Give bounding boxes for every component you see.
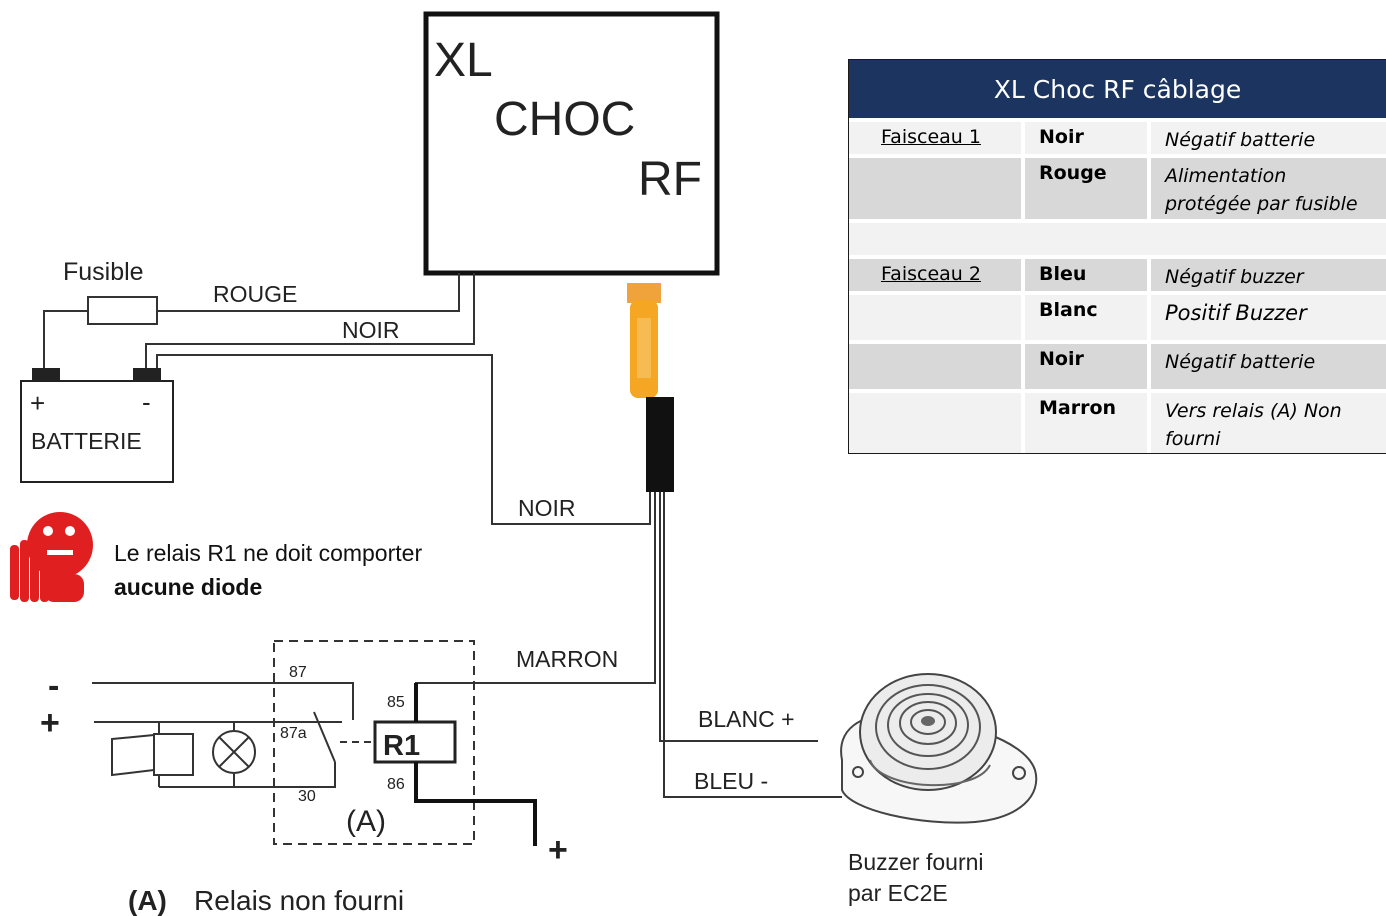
wire-label-rouge: ROUGE [213,281,297,307]
wire-label-bleu: BLEU - [694,768,768,794]
table-cell-harness: Faisceau 1 [849,122,1021,154]
relay-plus-bottom: + [548,831,568,869]
table-cell-color: Noir [1025,344,1147,389]
module-box [423,11,720,276]
table-cell-harness [849,393,1021,453]
relay-contacts [92,682,354,788]
table-row: Rouge Alimentation protégée par fusible [849,154,1386,219]
table-cell-color: Blanc [1025,295,1147,340]
table-cell-function: Négatif batterie [1151,122,1386,154]
table-cell-harness [849,344,1021,389]
relay-pin-30: 30 [298,788,316,805]
module-label-choc: CHOC [494,93,635,146]
wiring-table: XL Choc RF câblage Faisceau 1 Noir Négat… [848,59,1386,454]
battery-label: BATTERIE [31,428,142,454]
relay-marker: (A) [346,805,386,838]
table-row: Noir Négatif batterie [849,340,1386,389]
table-row: Faisceau 2 Bleu Négatif buzzer [849,255,1386,291]
buzzer-caption-line2: par EC2E [848,880,948,906]
battery-terminal-plus [32,368,60,381]
wire-label-marron: MARRON [516,646,618,672]
connector [627,283,661,398]
table-cell-function: Négatif batterie [1151,344,1386,389]
relay-pin-85: 85 [387,694,405,711]
horn-icon [111,722,194,787]
table-cell-function: Positif Buzzer [1151,295,1386,340]
cable-wires [415,492,842,798]
table-cell-color: Noir [1025,122,1147,154]
module-label-xl: XL [434,34,493,87]
module-label-rf: RF [638,153,702,206]
relay-coil-wires [414,762,537,846]
table-cell-color: Marron [1025,393,1147,453]
battery [20,380,174,483]
table-row: Faisceau 1 Noir Négatif batterie [849,118,1386,154]
wire-red [43,273,475,368]
wire-black-battery [156,354,651,525]
relay-pin-86: 86 [387,776,405,793]
relay-caption: Relais non fourni [194,885,404,916]
table-spacer [849,219,1386,255]
fuse-symbol [87,296,158,325]
table-row: Marron Vers relais (A) Non fourni [849,389,1386,453]
table-cell-function: Vers relais (A) Non fourni [1151,393,1386,453]
table-cell-color: Bleu [1025,259,1147,291]
relay-plus: + [40,704,60,742]
table-cell-function: Négatif buzzer [1151,259,1386,291]
warning-bold: aucune diode [114,574,263,600]
relay-name: R1 [383,730,420,762]
relay-pin-87: 87 [289,664,307,681]
wiring-table-title: XL Choc RF câblage [849,60,1386,118]
battery-plus: + [30,388,45,418]
buzzer-caption-line1: Buzzer fourni [848,849,984,875]
table-cell-harness: Faisceau 2 [849,259,1021,291]
table-row: Blanc Positif Buzzer [849,291,1386,340]
warning-line: Le relais R1 ne doit comporter [114,540,423,566]
table-cell-harness [849,158,1021,219]
table-cell-function: Alimentation protégée par fusible [1151,158,1386,219]
table-cell-harness [849,295,1021,340]
lamp-icon [212,722,256,787]
relay-pin-87a: 87a [280,725,307,742]
wire-label-noir-top: NOIR [342,317,400,343]
buzzer-icon [840,673,1038,824]
relay-caption-tag: (A) [128,885,167,916]
relay-enclosure [273,640,475,845]
warning-message: Le relais R1 ne doit comporter aucune di… [114,536,422,604]
battery-minus: - [142,387,151,417]
battery-terminal-minus [133,368,161,381]
wire-label-noir-mid: NOIR [518,495,576,521]
fuse-label: Fusible [63,258,144,286]
table-cell-color: Rouge [1025,158,1147,219]
cable-sheath [646,397,674,492]
wire-label-blanc: BLANC + [698,706,795,732]
relay-minus: - [48,667,59,705]
stop-hand-icon [10,512,93,602]
